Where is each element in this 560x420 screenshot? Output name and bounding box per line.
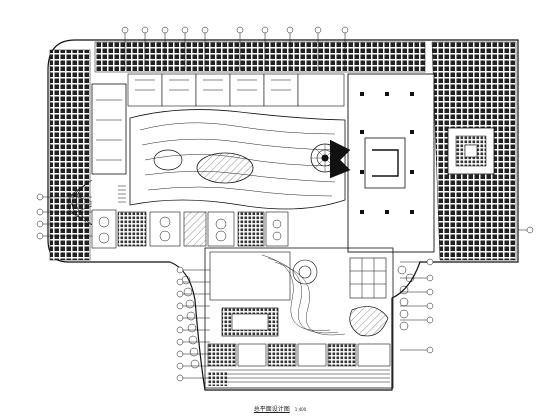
west-building-lines xyxy=(96,99,122,161)
east-feature-square-core xyxy=(464,144,478,158)
drawing-title: 总平面设计图 xyxy=(253,406,290,413)
south-shop-row xyxy=(207,343,391,367)
callouts-left xyxy=(36,193,92,240)
garden-pond xyxy=(196,152,254,184)
south-contours xyxy=(261,254,346,336)
south-pool-inner xyxy=(231,313,269,331)
shopfront-row xyxy=(127,73,345,107)
atrium-stair xyxy=(372,149,399,177)
south-grid-court xyxy=(349,257,387,299)
west-fan-plaza xyxy=(67,179,93,226)
shopfront-details xyxy=(135,79,291,91)
south-bottom-paving xyxy=(207,372,227,386)
south-courtyard xyxy=(209,251,291,301)
planter-band xyxy=(91,209,289,249)
planter-circles xyxy=(98,216,282,244)
south-entry-steps xyxy=(210,369,390,383)
callouts-right xyxy=(400,226,534,354)
grid-court-lines xyxy=(350,258,386,298)
building-columns xyxy=(360,92,414,214)
west-building xyxy=(91,83,127,175)
south-east-pond xyxy=(349,306,389,337)
callouts-top xyxy=(121,26,349,70)
building-atrium xyxy=(364,137,406,189)
drawing-caption: 总平面设计图 1:400 xyxy=(230,404,330,416)
west-paving-strip xyxy=(49,49,91,261)
callouts-bottom-left xyxy=(176,266,210,382)
south-plaza-rings xyxy=(292,259,318,285)
drawing-scale: 1:400 xyxy=(294,407,307,412)
north-paving-strip xyxy=(94,41,426,73)
fountain-canopy xyxy=(329,139,351,179)
stair-lines xyxy=(118,185,126,203)
garden-mound-west xyxy=(153,149,183,171)
tree-row-east xyxy=(397,265,415,331)
